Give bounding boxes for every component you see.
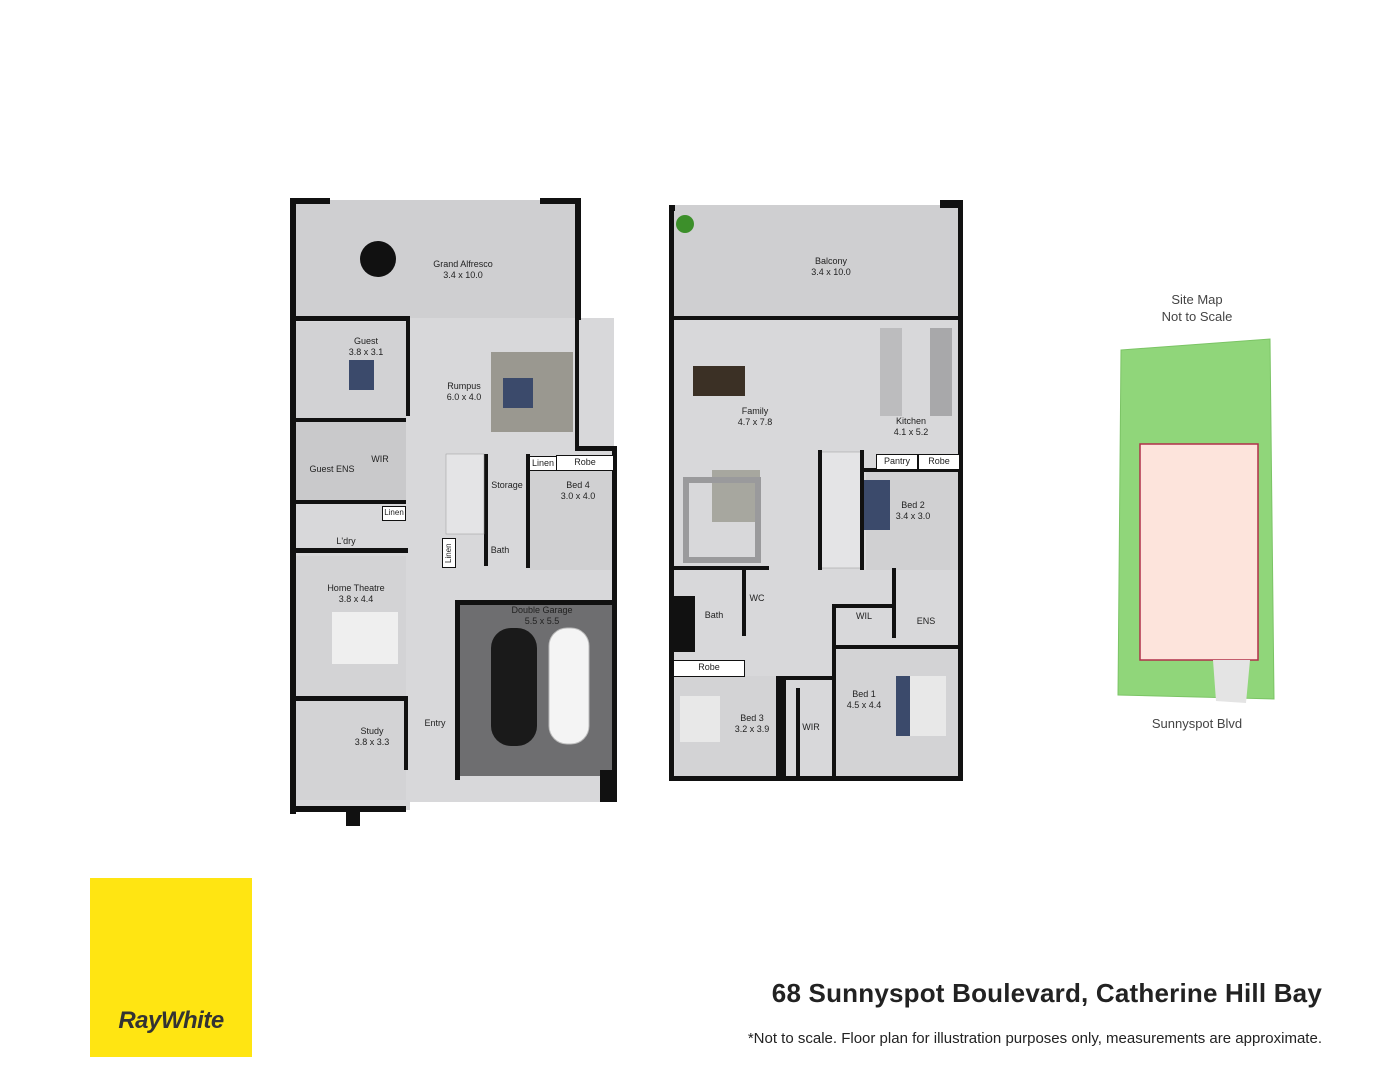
first-floor-plan	[669, 200, 963, 781]
room-name: WIL	[855, 611, 873, 621]
room-size: 3.4 x 10.0	[443, 270, 483, 280]
room-storage: Storage	[491, 480, 523, 491]
room-name: Study	[360, 726, 384, 736]
site-map-street-label: Sunnyspot Blvd	[1151, 716, 1243, 731]
room-name: Guest ENS	[309, 464, 355, 474]
room-name: Double Garage	[511, 605, 573, 615]
site-map	[1117, 338, 1275, 703]
linen-box: Linen	[382, 506, 406, 521]
room-ens: ENS	[917, 616, 936, 627]
room-bed-4: Bed 4 3.0 x 4.0	[561, 480, 596, 502]
room-name: Rumpus	[447, 381, 481, 391]
ground-floor-plan	[290, 198, 617, 826]
site-map-title: Site Map Not to Scale	[1097, 291, 1297, 325]
room-name: Bed 3	[740, 713, 764, 723]
room-study: Study 3.8 x 3.3	[355, 726, 390, 748]
room-wir-ground: WIR	[371, 454, 389, 465]
room-home-theatre: Home Theatre 3.8 x 4.4	[327, 583, 384, 605]
site-map-title-line2: Not to Scale	[1161, 309, 1233, 324]
room-size: 3.4 x 3.0	[895, 511, 931, 521]
room-size: 5.5 x 5.5	[524, 616, 560, 626]
room-bed-2: Bed 2 3.4 x 3.0	[896, 500, 931, 522]
room-name: Balcony	[814, 256, 848, 266]
room-size: 3.2 x 3.9	[734, 724, 770, 734]
disclaimer-text: *Not to scale. Floor plan for illustrati…	[747, 1030, 1322, 1047]
room-size: 3.4 x 10.0	[811, 267, 851, 277]
room-bed-1: Bed 1 4.5 x 4.4	[847, 689, 882, 711]
room-name: WIR	[371, 454, 389, 464]
room-wil: WIL	[856, 611, 872, 622]
room-guest: Guest 3.8 x 3.1	[349, 336, 384, 358]
room-name: Family	[741, 406, 769, 416]
room-name: Bed 2	[901, 500, 925, 510]
room-name: Bed 4	[566, 480, 590, 490]
room-name: Bath	[704, 610, 724, 620]
robe-box: Robe	[556, 455, 614, 471]
room-bath-first: Bath	[705, 610, 724, 621]
room-size: 3.8 x 4.4	[338, 594, 374, 604]
robe-box: Robe	[918, 454, 960, 470]
room-name: WIR	[802, 722, 820, 732]
room-balcony: Balcony 3.4 x 10.0	[811, 256, 851, 278]
room-wir-first: WIR	[802, 722, 820, 733]
room-name: Kitchen	[895, 416, 927, 426]
robe-box: Robe	[673, 660, 745, 677]
room-kitchen: Kitchen 4.1 x 5.2	[894, 416, 929, 438]
room-name: Entry	[424, 718, 446, 728]
site-map-title-line1: Site Map	[1171, 292, 1223, 307]
room-bed-3: Bed 3 3.2 x 3.9	[735, 713, 770, 735]
room-size: 3.8 x 3.3	[354, 737, 390, 747]
room-double-garage: Double Garage 5.5 x 5.5	[511, 605, 572, 627]
room-guest-ens: Guest ENS	[309, 464, 354, 475]
room-name: Home Theatre	[327, 583, 385, 593]
room-name: WC	[749, 593, 765, 603]
raywhite-logo: RayWhite	[90, 878, 252, 1057]
room-size: 4.5 x 4.4	[846, 700, 882, 710]
property-address: 68 Sunnyspot Boulevard, Catherine Hill B…	[771, 978, 1322, 1008]
room-grand-alfresco: Grand Alfresco 3.4 x 10.0	[433, 259, 493, 281]
room-size: 4.1 x 5.2	[893, 427, 929, 437]
room-name: Storage	[491, 480, 523, 490]
room-name: L'dry	[336, 536, 356, 546]
linen-box: Linen	[442, 538, 456, 568]
raywhite-logo-text: RayWhite	[118, 1007, 224, 1034]
room-size: 6.0 x 4.0	[446, 392, 482, 402]
room-size: 3.8 x 3.1	[348, 347, 384, 357]
room-family: Family 4.7 x 7.8	[738, 406, 773, 428]
room-size: 4.7 x 7.8	[737, 417, 773, 427]
room-name: Guest	[353, 336, 378, 346]
room-bath-ground: Bath	[491, 545, 510, 556]
room-wc: WC	[750, 593, 765, 604]
linen-box: Linen	[529, 456, 557, 471]
room-name: Grand Alfresco	[433, 259, 493, 269]
room-entry: Entry	[424, 718, 445, 729]
pantry-box: Pantry	[876, 454, 918, 470]
room-name: ENS	[916, 616, 936, 626]
room-laundry: L'dry	[336, 536, 355, 547]
room-rumpus: Rumpus 6.0 x 4.0	[447, 381, 482, 403]
room-name: Bath	[490, 545, 510, 555]
room-name: Bed 1	[852, 689, 876, 699]
room-size: 3.0 x 4.0	[560, 491, 596, 501]
